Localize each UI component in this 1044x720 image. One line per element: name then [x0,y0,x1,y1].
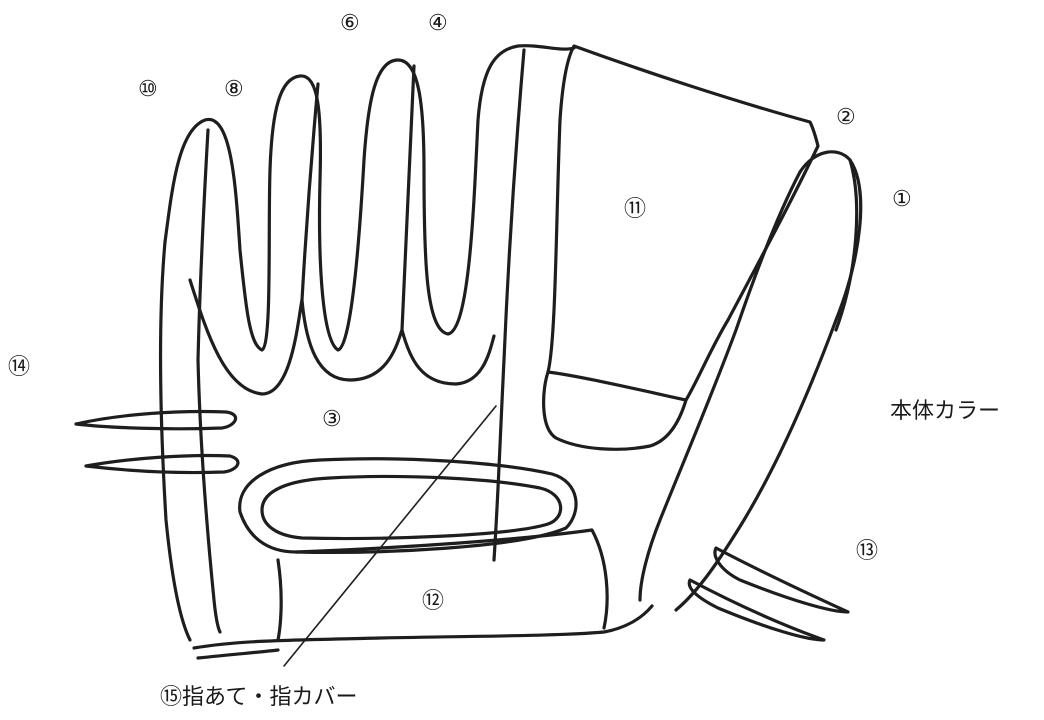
thumb-lace-bottom [689,580,824,640]
finger-divider-8 [302,84,318,300]
lace-strap-top [76,412,236,429]
label-p10: ⑩ [138,77,158,102]
finger-inner-line [190,280,494,394]
label-p12: ⑫ [422,589,444,614]
web-panel-11 [544,46,818,449]
left-inner-edge [198,360,220,632]
left-edge [161,242,190,640]
label-p8: ⑧ [224,77,244,102]
heel-lower-panel [278,530,607,640]
thumb-edge [836,160,857,330]
label-p4: ④ [428,11,448,36]
label-body-color: 本体カラー [890,399,1000,424]
thumb-inner [640,172,800,600]
label-p14: ⑭ [8,355,30,380]
label-p3: ③ [322,407,342,432]
label-p2: ② [836,105,856,130]
label-p1: ① [892,187,912,212]
label-p15: ⑮指あて・指カバー [160,685,358,710]
web-inner-line [548,372,686,400]
finger-divider-6 [402,66,414,330]
label-p11: ⑪ [624,197,646,222]
label-p6: ⑥ [340,11,360,36]
heel-inner-loop [262,476,561,538]
thumb-outline [676,152,861,610]
label-p13: ⑬ [856,539,878,564]
bottom-rim-lower [198,650,278,658]
